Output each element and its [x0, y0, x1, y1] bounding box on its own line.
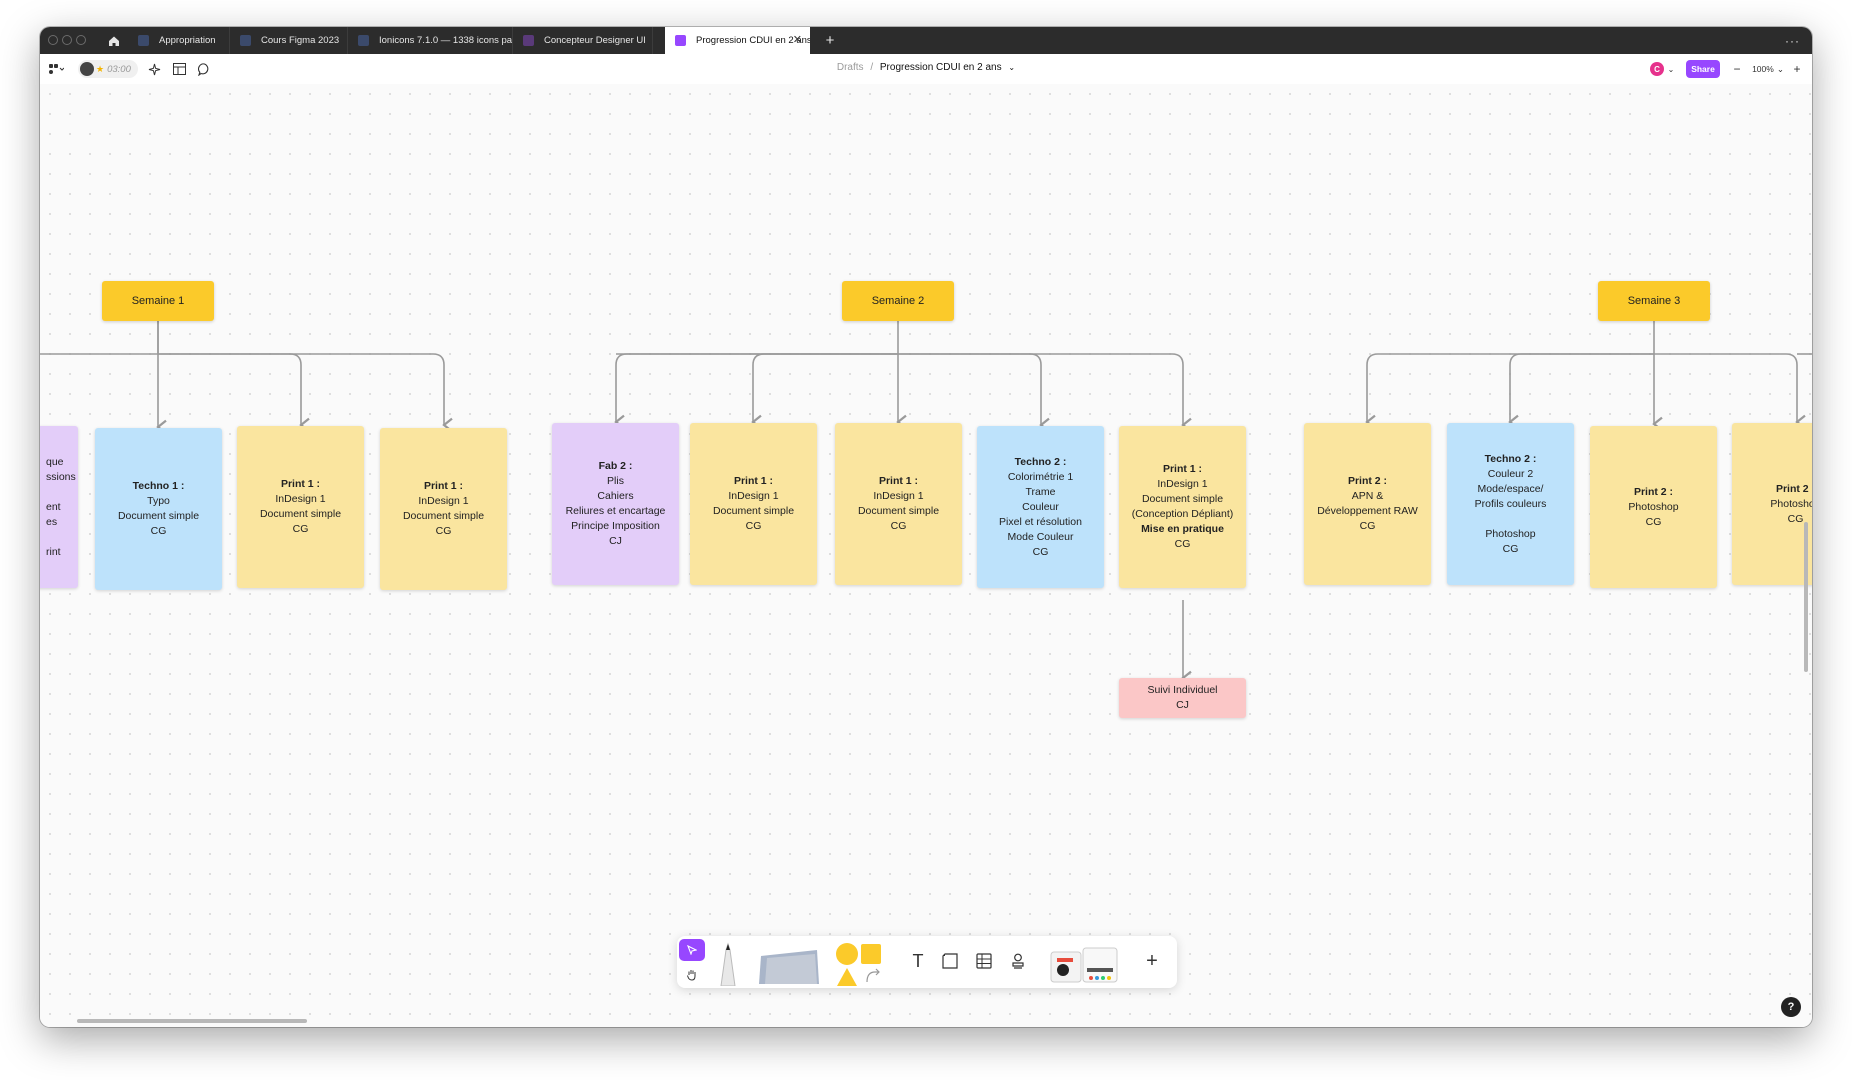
sticky-note[interactable]: Print 1 : InDesign 1 Document simple (Co… [1119, 426, 1246, 588]
window-minimize-control[interactable] [62, 35, 72, 45]
figjam-file-icon [523, 35, 534, 46]
connector [158, 353, 453, 433]
connector [898, 353, 1192, 433]
sticky-stack-icon [759, 950, 819, 984]
widgets-icon [1050, 947, 1118, 983]
sticky-note[interactable]: Fab 2 : Plis Cahiers Reliures et encarta… [552, 423, 679, 585]
sticky-note[interactable]: Print 2 : APN & Développement RAW CG [1304, 423, 1431, 585]
connector [1654, 353, 1806, 430]
window-close-control[interactable] [48, 35, 58, 45]
more-tools-button[interactable]: + [1146, 949, 1158, 972]
tab-ionicons[interactable]: Ionicons 7.1.0 — 1338 icons pack (C [348, 27, 513, 54]
sparkle-icon [148, 63, 160, 75]
tab-appropriation[interactable]: Appropriation [128, 27, 230, 54]
move-tool[interactable] [679, 939, 705, 961]
hand-icon [686, 969, 695, 981]
connector [1508, 353, 1654, 430]
cursor-icon [687, 945, 697, 955]
horizontal-scrollbar[interactable] [77, 1019, 307, 1023]
tab-concepteur-designer[interactable]: Concepteur Designer UI [513, 27, 653, 54]
sticky-note[interactable]: Techno 2 : Colorimétrie 1 Trame Couleur … [977, 426, 1104, 588]
table-tool[interactable] [973, 950, 995, 972]
home-button[interactable] [100, 27, 128, 54]
comment-button[interactable] [196, 61, 212, 77]
main-menu-button[interactable] [46, 61, 66, 77]
tab-cours-figma[interactable]: Cours Figma 2023 [230, 27, 348, 54]
sticky-note[interactable]: Print 1 : InDesign 1 Document simple CG [380, 428, 507, 590]
app-window: Appropriation Cours Figma 2023 Ionicons … [40, 27, 1812, 1027]
sticky-note[interactable]: Suivi Individuel CJ [1119, 678, 1246, 718]
file-toolbar: ★ 03:00 Drafts / Progression CDUI en 2 a… [40, 54, 1812, 84]
frame-icon [942, 953, 958, 969]
sticky-note[interactable]: Print 1 : InDesign 1 Document simple CG [237, 426, 364, 588]
creation-toolbar: T + [677, 936, 1177, 988]
frame-tool[interactable] [939, 950, 961, 972]
file-name[interactable]: Progression CDUI en 2 ans [879, 62, 1002, 73]
timer-widget[interactable]: ★ 03:00 [78, 60, 138, 78]
zoom-out-icon[interactable]: − [1733, 62, 1741, 76]
zoom-level[interactable]: 100%⌄ [1752, 63, 1784, 75]
tab-progression-cdui[interactable]: Progression CDUI en 2 ans ✕ [665, 27, 810, 54]
figjam-file-icon [138, 35, 149, 46]
week-sticky[interactable]: Semaine 3 [1598, 281, 1710, 321]
tab-bar: Appropriation Cours Figma 2023 Ionicons … [40, 27, 1812, 54]
breadcrumb-drafts[interactable]: Drafts [836, 62, 864, 73]
connector [751, 353, 898, 430]
breadcrumb: Drafts / Progression CDUI en 2 ans ⌄ [836, 62, 1016, 73]
share-button[interactable]: Share [1686, 60, 1720, 78]
connector [614, 353, 898, 430]
stamp-icon [1012, 953, 1024, 969]
more-options-icon[interactable]: ··· [1785, 33, 1800, 48]
table-icon [976, 953, 992, 969]
vertical-scrollbar[interactable] [1804, 522, 1808, 672]
stamp-tool[interactable] [1007, 950, 1029, 972]
chevron-down-icon: ⌄ [1776, 63, 1784, 74]
connectors-layer [40, 321, 1812, 686]
timer-value: 03:00 [107, 63, 131, 75]
sticky-note[interactable]: Techno 2 : Couleur 2 Mode/espace/ Profil… [1447, 423, 1574, 585]
marker-tool[interactable] [713, 940, 743, 987]
chevron-down-icon[interactable]: ⌄ [1667, 64, 1675, 74]
connector [1365, 353, 1654, 430]
sticky-note[interactable]: Print 2 : Photoshop CG [1732, 423, 1812, 585]
help-button[interactable]: ? [1781, 997, 1801, 1017]
text-tool[interactable]: T [912, 950, 924, 971]
figjam-menu-icon [49, 64, 64, 74]
sticky-note[interactable]: Techno 1 : Typo Document simple CG [95, 428, 222, 590]
comment-icon [197, 62, 208, 76]
widgets-tool[interactable] [1049, 946, 1119, 986]
user-avatar[interactable]: C [1650, 62, 1664, 76]
home-icon [109, 36, 119, 46]
week-sticky[interactable]: Semaine 1 [102, 281, 214, 321]
connector [158, 353, 310, 433]
section-tool[interactable] [757, 946, 823, 986]
star-icon: ★ [96, 63, 105, 74]
close-tab-icon[interactable]: ✕ [792, 34, 802, 46]
chevron-down-icon[interactable]: ⌄ [1008, 63, 1016, 72]
ai-button[interactable] [146, 61, 162, 77]
figma-file-icon [358, 35, 369, 46]
templates-button[interactable] [171, 61, 187, 77]
hand-tool[interactable] [679, 963, 705, 985]
timer-avatar [80, 62, 94, 76]
zoom-in-icon[interactable]: + [1793, 62, 1801, 76]
shapes-icon [836, 943, 881, 986]
sticky-note[interactable]: Print 2 : Photoshop CG [1590, 426, 1717, 588]
sticky-note[interactable]: Print 1 : InDesign 1 Document simple CG [690, 423, 817, 585]
new-tab-button[interactable]: + [825, 32, 835, 49]
figjam-file-icon [675, 35, 686, 46]
connector [898, 353, 1050, 433]
marker-icon [720, 942, 736, 987]
sticky-note[interactable]: Print 1 : InDesign 1 Document simple CG [835, 423, 962, 585]
week-sticky[interactable]: Semaine 2 [842, 281, 954, 321]
layout-icon [172, 63, 186, 75]
window-maximize-control[interactable] [76, 35, 86, 45]
shape-tool[interactable] [835, 942, 885, 986]
figjam-file-icon [240, 35, 251, 46]
whiteboard-canvas[interactable]: Semaine 1 Semaine 2 Semaine 3 que ssions… [40, 84, 1812, 1027]
sticky-note[interactable]: que ssions ent es rint [40, 426, 78, 588]
